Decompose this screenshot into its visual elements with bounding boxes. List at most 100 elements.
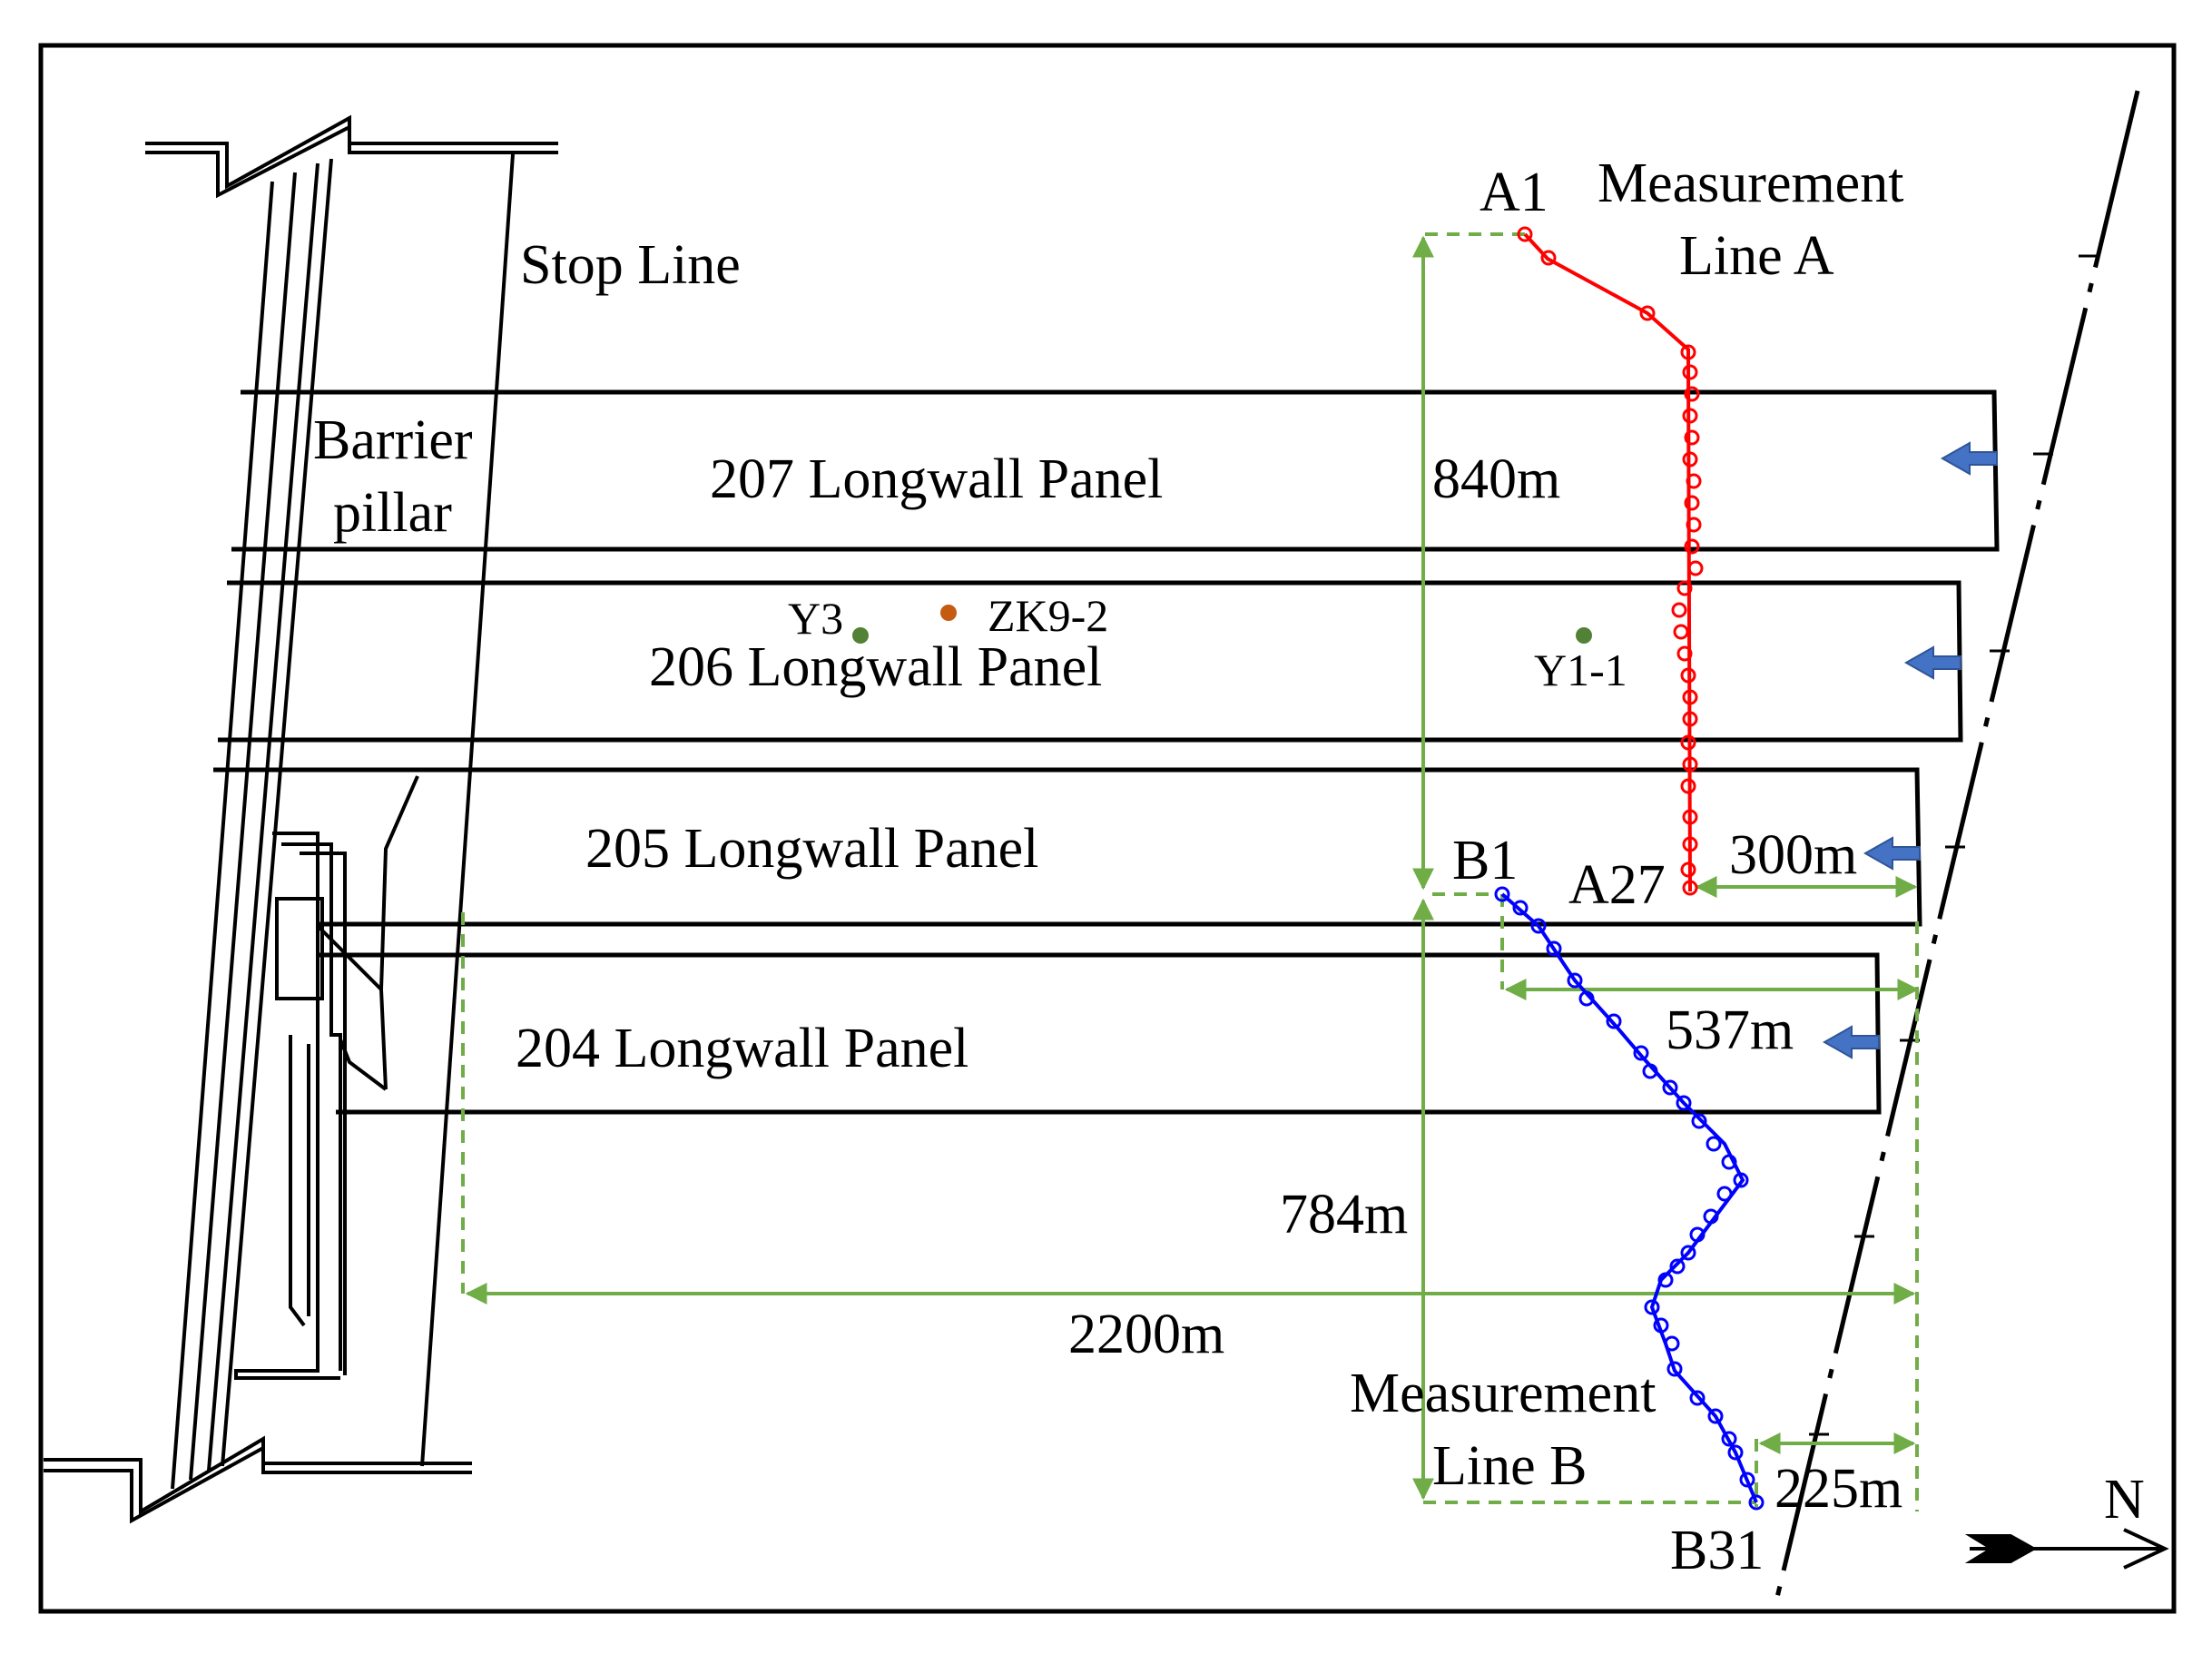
survey-point xyxy=(1689,1226,1706,1243)
survey-point xyxy=(1716,1186,1733,1202)
borehole-y11-dot xyxy=(1576,627,1592,644)
survey-point xyxy=(1687,560,1704,576)
survey-point xyxy=(1682,364,1698,380)
point-b1-label: B1 xyxy=(1452,830,1518,891)
measurement-line-b xyxy=(1494,886,1765,1511)
survey-point xyxy=(1530,918,1547,934)
survey-point xyxy=(1676,580,1693,596)
survey-point xyxy=(1680,778,1696,794)
survey-point xyxy=(1684,538,1700,555)
survey-point xyxy=(1684,495,1700,511)
survey-point xyxy=(1494,886,1510,902)
survey-point xyxy=(1682,451,1698,468)
measurement-line-a-label: Line A xyxy=(1679,225,1834,287)
survey-point xyxy=(1680,1245,1696,1261)
survey-point xyxy=(1512,900,1529,916)
dimension-225-label: 225m xyxy=(1775,1458,1902,1520)
survey-point xyxy=(1644,1299,1660,1315)
panel-207-outline xyxy=(231,389,2000,552)
dimension-lines xyxy=(461,232,1920,1511)
survey-point xyxy=(1733,1172,1749,1188)
survey-point xyxy=(1662,1079,1678,1096)
diagram-frame xyxy=(38,43,2177,1614)
borehole-zk92-label: ZK9-2 xyxy=(988,590,1108,641)
north-arrow-icon xyxy=(1964,1528,2169,1570)
dimension-784-label: 784m xyxy=(1280,1184,1408,1245)
survey-point xyxy=(1721,1154,1737,1170)
survey-point xyxy=(1682,880,1698,896)
survey-point xyxy=(1706,1136,1722,1152)
dimension-2200-label: 2200m xyxy=(1068,1304,1224,1365)
borehole-y11-label: Y1-1 xyxy=(1534,645,1627,695)
measurement-line-a-label: Measurement xyxy=(1598,153,1903,214)
advance-arrows xyxy=(1822,441,1998,1059)
panel-204-label: 204 Longwall Panel xyxy=(516,1018,968,1079)
north-label: N xyxy=(2104,1469,2145,1531)
boundary-line xyxy=(1772,90,2140,1610)
survey-point xyxy=(1682,408,1698,424)
borehole-zk92-dot xyxy=(940,605,957,621)
panel-207-label: 207 Longwall Panel xyxy=(710,448,1163,510)
panel-204-outline xyxy=(318,952,1882,1115)
survey-point xyxy=(1682,689,1698,705)
survey-point xyxy=(1680,667,1696,684)
survey-point xyxy=(1682,836,1698,852)
survey-point xyxy=(1682,809,1698,825)
survey-point xyxy=(1671,602,1687,618)
survey-point xyxy=(1680,861,1696,878)
survey-point xyxy=(1748,1494,1765,1511)
advance-arrow-icon xyxy=(1903,645,1961,680)
survey-point xyxy=(1633,1045,1649,1061)
survey-point xyxy=(1676,1095,1692,1111)
survey-point xyxy=(1567,972,1583,989)
survey-point xyxy=(1676,645,1693,662)
survey-point xyxy=(1682,756,1698,773)
survey-point xyxy=(1727,1444,1744,1461)
point-a1-label: A1 xyxy=(1480,162,1548,223)
survey-point xyxy=(1669,1258,1686,1275)
survey-point xyxy=(1606,1013,1622,1029)
survey-point xyxy=(1546,940,1562,957)
barrier-pillar-label: Barrier xyxy=(313,409,473,471)
point-b31-label: B31 xyxy=(1670,1520,1764,1581)
survey-point xyxy=(1721,1431,1737,1447)
survey-point xyxy=(1517,226,1533,242)
survey-point xyxy=(1703,1208,1719,1225)
borehole-y3-label: Y3 xyxy=(788,593,843,644)
stop-line-label: Stop Line xyxy=(520,234,741,296)
survey-point xyxy=(1639,305,1656,321)
survey-point xyxy=(1739,1472,1755,1488)
dimension-300-label: 300m xyxy=(1729,824,1857,886)
survey-point xyxy=(1642,1063,1658,1079)
survey-point xyxy=(1578,990,1595,1007)
survey-point xyxy=(1682,711,1698,727)
advance-arrow-icon xyxy=(1863,836,1921,871)
borehole-y3-dot xyxy=(852,627,869,644)
survey-point xyxy=(1684,386,1700,402)
survey-point xyxy=(1707,1408,1724,1424)
dimension-840-label: 840m xyxy=(1432,448,1560,510)
advance-arrow-icon xyxy=(1940,441,1998,476)
panel-206-label: 206 Longwall Panel xyxy=(649,636,1102,698)
advance-arrow-icon xyxy=(1822,1025,1880,1059)
survey-point xyxy=(1657,1272,1674,1288)
fault-boundary xyxy=(44,114,558,1524)
survey-point xyxy=(1686,473,1702,489)
measurement-line-b-label: Line B xyxy=(1432,1435,1587,1497)
survey-point xyxy=(1686,517,1702,533)
survey-point xyxy=(1680,344,1696,360)
survey-point xyxy=(1691,1113,1707,1129)
measurement-line-b-label: Measurement xyxy=(1350,1363,1656,1424)
survey-point xyxy=(1653,1317,1669,1334)
survey-point xyxy=(1689,1390,1706,1406)
barrier-pillar-label: pillar xyxy=(333,482,452,544)
point-a27-label: A27 xyxy=(1568,854,1666,916)
survey-point xyxy=(1666,1361,1683,1377)
survey-point xyxy=(1680,734,1696,751)
measurement-line-a xyxy=(1517,226,1704,896)
roadway-structures xyxy=(234,775,419,1380)
panel-205-label: 205 Longwall Panel xyxy=(585,818,1038,880)
survey-point xyxy=(1664,1335,1680,1352)
dimension-537-label: 537m xyxy=(1666,999,1794,1061)
